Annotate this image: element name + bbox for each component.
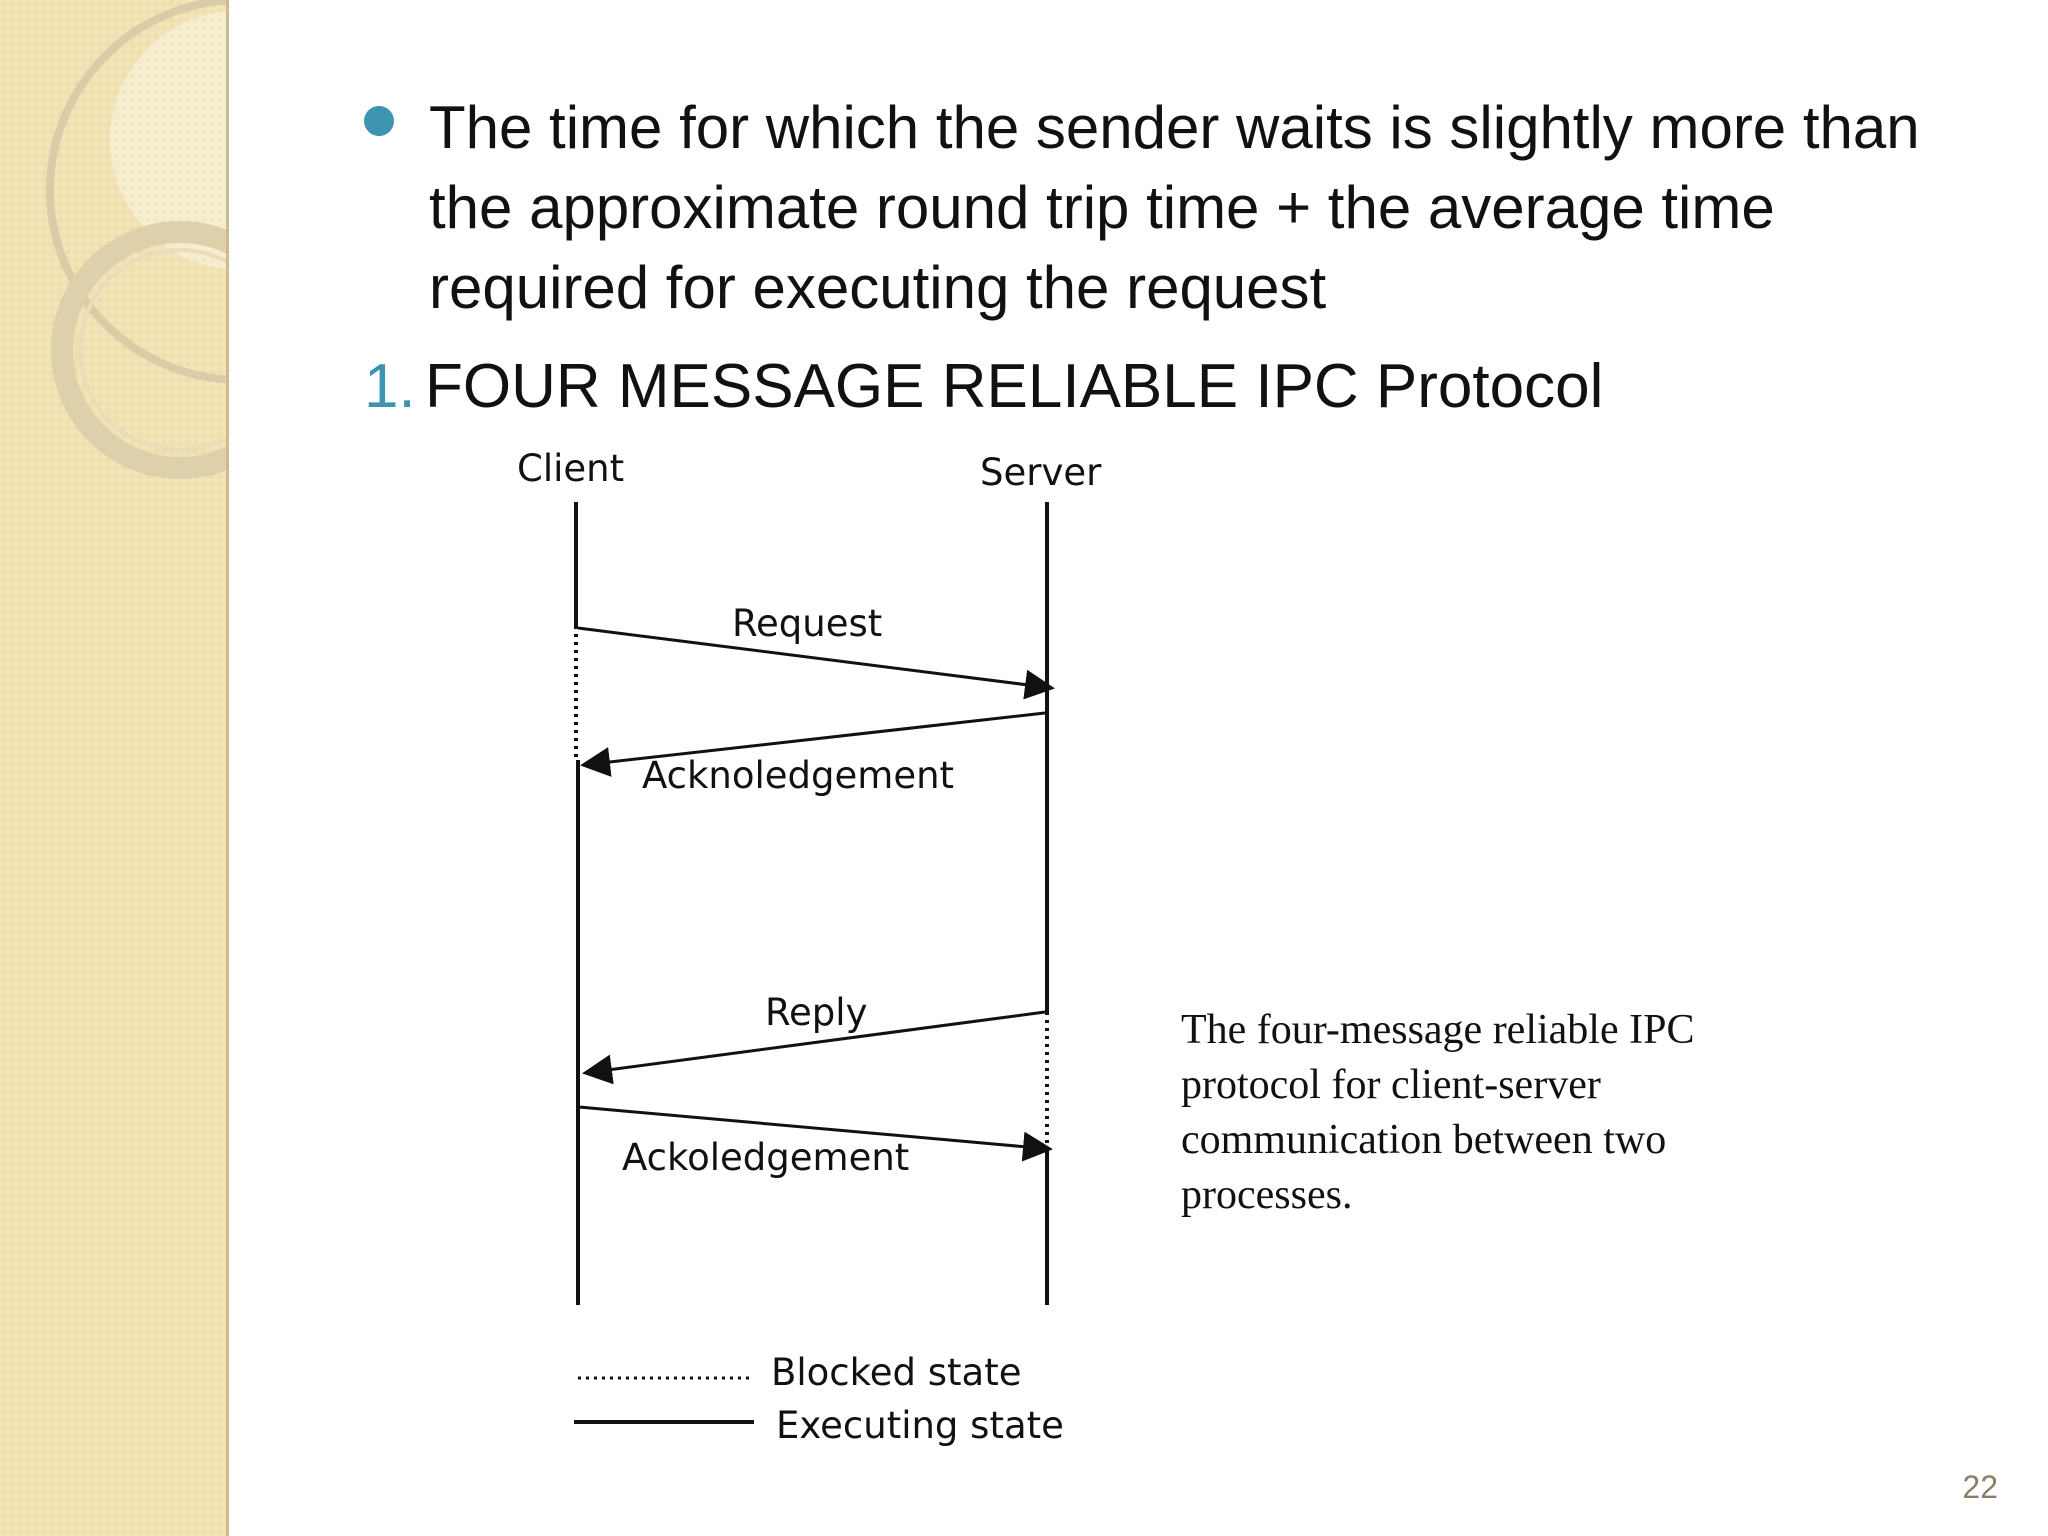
client-label: Client xyxy=(517,447,624,490)
ackoledgement-arrow xyxy=(578,1105,1053,1162)
slide-body: The time for which the sender waits is s… xyxy=(364,88,1924,426)
reply-label: Reply xyxy=(765,991,867,1034)
ackoledgement-label: Ackoledgement xyxy=(622,1136,909,1179)
request-arrow xyxy=(577,626,1055,700)
bullet-item: The time for which the sender waits is s… xyxy=(364,88,1924,328)
diagram-caption: The four-message reliable IPC protocol f… xyxy=(1181,1007,1695,1218)
band-edge-line xyxy=(226,0,229,1536)
acknowledgement-label: Acknoledgement xyxy=(642,754,954,797)
decorative-rings-icon xyxy=(46,0,228,479)
bullet-dot-icon xyxy=(364,106,394,136)
request-label: Request xyxy=(732,602,882,645)
server-label: Server xyxy=(980,451,1102,494)
numbered-heading: FOUR MESSAGE RELIABLE IPC Protocol xyxy=(425,352,1604,421)
reply-arrow xyxy=(582,1010,1046,1085)
number-marker: 1. xyxy=(364,352,416,421)
executing-legend-label: Executing state xyxy=(776,1404,1064,1447)
bullet-text: The time for which the sender waits is s… xyxy=(429,94,1920,321)
numbered-item: 1. FOUR MESSAGE RELIABLE IPC Protocol xyxy=(364,348,1924,426)
decorative-side-band xyxy=(0,0,228,1536)
blocked-legend-label: Blocked state xyxy=(771,1351,1022,1394)
page-number: 22 xyxy=(1962,1469,1998,1505)
acknowledgement-arrow xyxy=(580,711,1046,777)
